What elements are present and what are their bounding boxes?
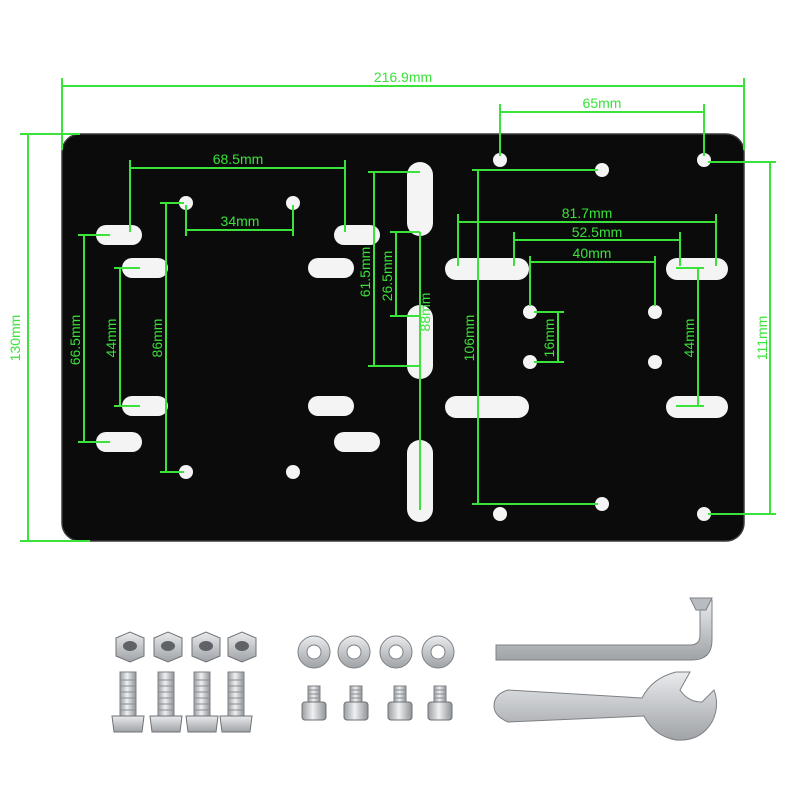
hole: [648, 305, 662, 319]
right-slots: [445, 258, 728, 418]
slot: [96, 432, 142, 452]
dimension-lines: [20, 78, 776, 542]
socket-screw-icon: [387, 685, 413, 721]
dim-left-hole-vertical: 86mm: [149, 319, 165, 358]
hole: [179, 465, 193, 479]
hole: [493, 507, 507, 521]
right-holes: [493, 153, 711, 521]
slot: [122, 258, 168, 278]
hex-bolt-icon: [185, 671, 219, 733]
dimension-labels: 216.9mm 65mm 68.5mm 34mm 81.7mm 52.5mm 4…: [7, 69, 770, 365]
dim-left-outer-vertical: 66.5mm: [67, 315, 83, 366]
hole: [595, 497, 609, 511]
hex-key-icon: [495, 597, 713, 661]
hole: [697, 153, 711, 167]
hole: [523, 305, 537, 319]
slot: [407, 162, 433, 236]
dim-right-hole-span: 40mm: [573, 245, 612, 261]
dim-left-hole-span: 34mm: [221, 213, 260, 229]
dim-center-slot: 88mm: [417, 293, 433, 332]
washer-icon: [379, 635, 413, 669]
washer-icon: [297, 635, 331, 669]
dim-top-right-span: 65mm: [583, 95, 622, 111]
dim-right-inner-vertical: 44mm: [681, 319, 697, 358]
hex-nut-icon: [227, 631, 257, 663]
dim-right-height: 111mm: [754, 316, 770, 361]
slot: [308, 258, 354, 278]
hole: [286, 196, 300, 210]
socket-screw-icon: [343, 685, 369, 721]
hex-bolt-icon: [111, 671, 145, 733]
plate: [61, 133, 745, 542]
hole: [493, 153, 507, 167]
washer-icon: [421, 635, 455, 669]
slot: [445, 396, 529, 418]
dim-right-small-vertical: 16mm: [541, 319, 557, 358]
dim-left-inner-vertical: 44mm: [103, 319, 119, 358]
slot: [308, 396, 354, 416]
hardware: [111, 597, 718, 741]
slot: [445, 258, 529, 280]
hole: [523, 355, 537, 369]
dim-center-long: 61.5mm: [357, 247, 373, 298]
dim-left-slot-span: 68.5mm: [213, 151, 264, 167]
hole: [179, 196, 193, 210]
dim-right-slot-outer: 81.7mm: [562, 205, 613, 221]
hole: [648, 355, 662, 369]
washer-icon: [337, 635, 371, 669]
hex-nuts: [115, 631, 257, 663]
slot: [334, 432, 380, 452]
wrench-icon: [493, 671, 718, 741]
hex-nut-icon: [191, 631, 221, 663]
socket-screws: [301, 685, 453, 721]
dim-overall-height: 130mm: [7, 315, 23, 362]
dim-overall-width: 216.9mm: [374, 69, 432, 85]
hex-nut-icon: [115, 631, 145, 663]
hole: [697, 507, 711, 521]
hex-bolt-icon: [219, 671, 253, 733]
plate-body: [61, 133, 745, 542]
dim-right-slot-inner: 52.5mm: [572, 224, 623, 240]
socket-screw-icon: [427, 685, 453, 721]
hole: [595, 163, 609, 177]
hex-bolts: [111, 671, 253, 733]
hex-bolt-icon: [149, 671, 183, 733]
left-holes: [179, 196, 300, 479]
slot: [122, 396, 168, 416]
hex-nut-icon: [153, 631, 183, 663]
dim-right-outer-vertical: 106mm: [461, 315, 477, 362]
washers: [297, 635, 455, 669]
dim-center-short: 26.5mm: [379, 251, 395, 302]
hole: [286, 465, 300, 479]
socket-screw-icon: [301, 685, 327, 721]
